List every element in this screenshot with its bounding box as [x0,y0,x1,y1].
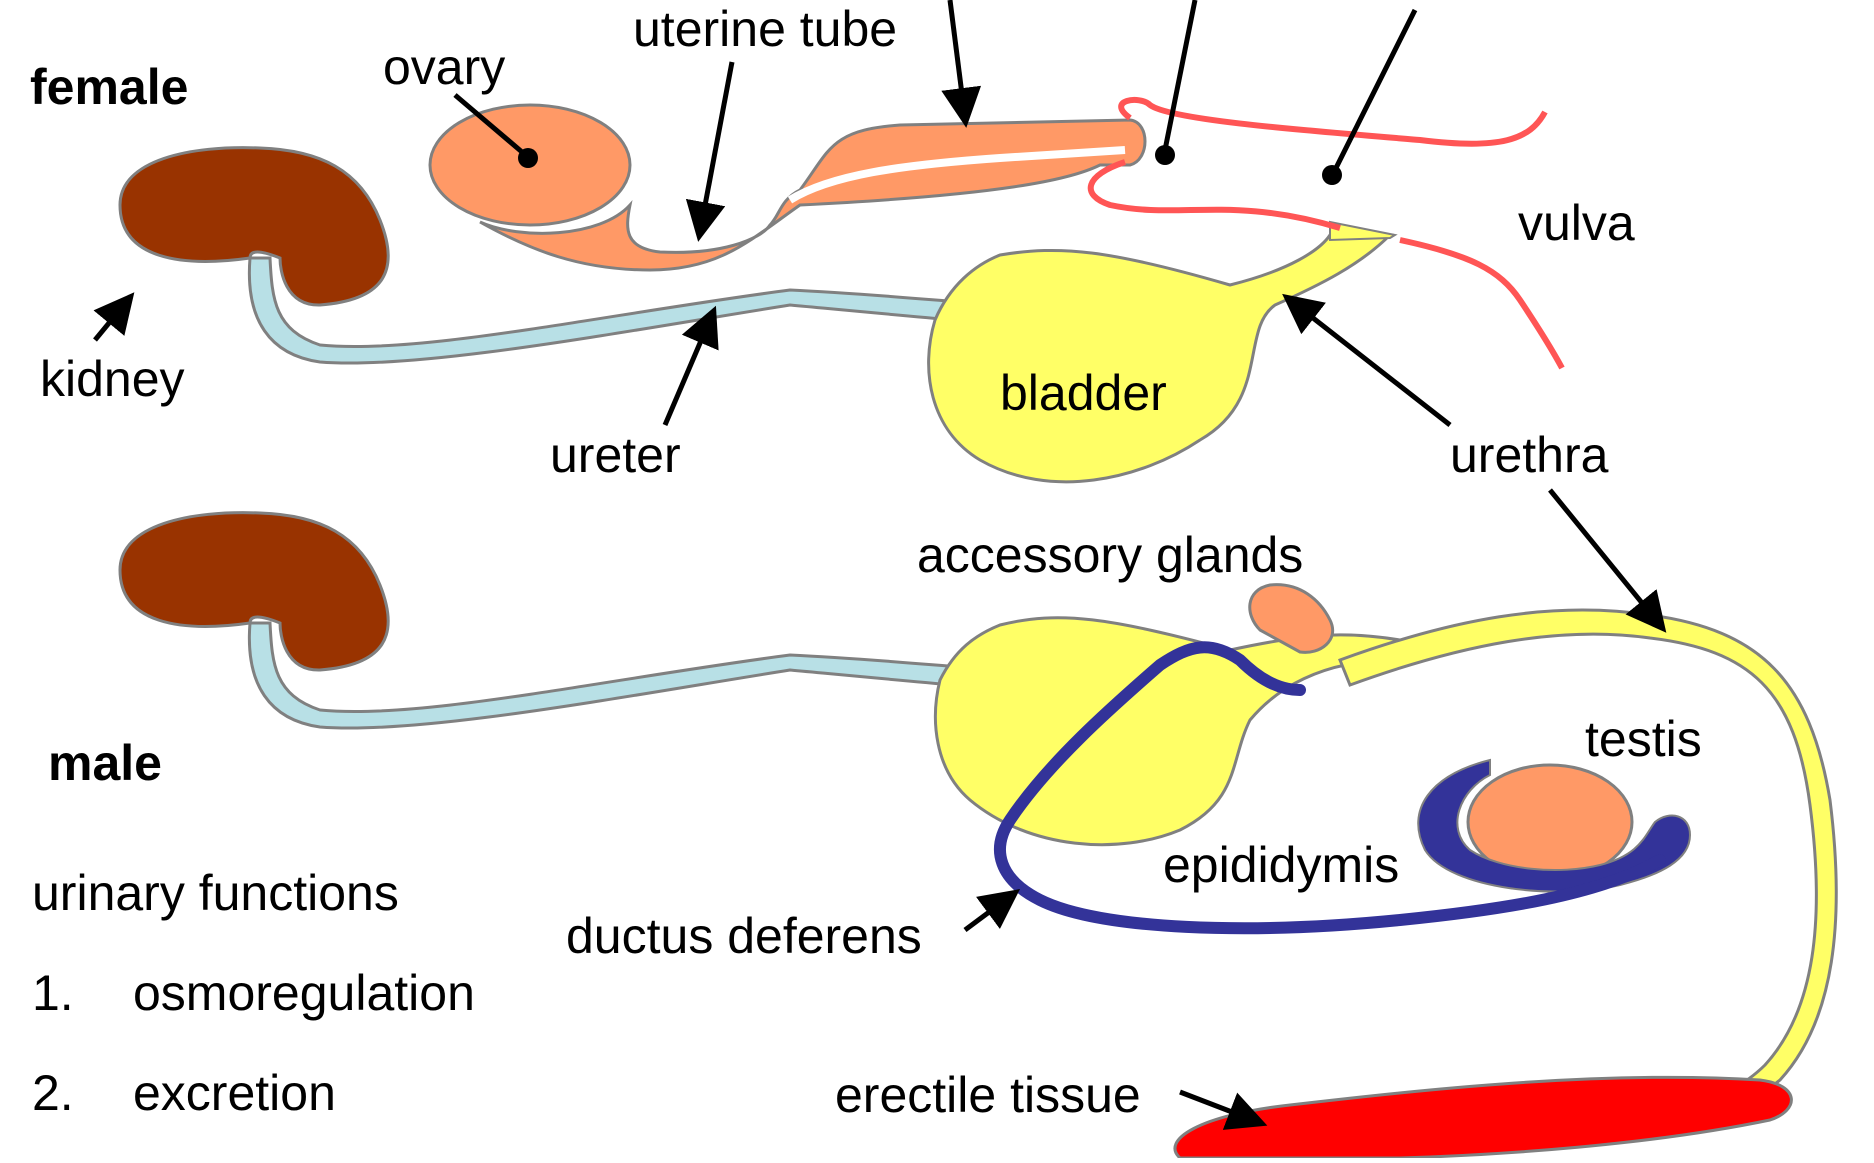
label-bladder: bladder [1000,365,1167,421]
urinary-functions-list: urinary functions 1. osmoregulation 2. e… [32,865,475,1121]
functions-item-number: 1. [32,965,74,1021]
functions-item-number: 2. [32,1065,74,1121]
epididymis-shape [1417,758,1692,893]
vagina-outline [1118,96,1548,147]
erectile-tissue-shape [1173,1075,1793,1160]
male-kidney [118,511,390,672]
arrow-urethra-female [1282,293,1452,427]
arrow-ductus [963,889,1021,933]
female-kidney [118,146,390,307]
male-system [118,511,1838,1160]
dot-cervix [1155,145,1175,165]
label-erectile-tissue: erectile tissue [835,1067,1141,1123]
label-uterine-tube: uterine tube [633,1,897,57]
label-urethra: urethra [1450,427,1609,483]
arrow-urethra-male [1548,488,1667,633]
male-bladder [934,616,1402,847]
arrow-ureter [662,305,719,426]
functions-heading: urinary functions [32,865,399,921]
label-vulva: vulva [1518,195,1635,251]
labels: female male ovary uterine tube kidney ur… [30,1,1702,1123]
arrow-kidney [93,292,135,342]
label-epididymis: epididymis [1163,837,1399,893]
female-system [118,96,1565,484]
label-testis: testis [1585,711,1702,767]
vulva-outline [1087,159,1565,370]
label-kidney: kidney [40,351,185,407]
dot-vagina [1322,165,1342,185]
accessory-gland-shape [1248,583,1335,654]
functions-item-text: osmoregulation [133,965,475,1021]
female-urethra-tube [1329,220,1398,242]
dot-ovary [518,148,538,168]
arrow-uterus [941,0,982,128]
arrow-erectile [1179,1089,1268,1130]
arrow-vagina [1332,8,1418,172]
functions-item-text: excretion [133,1065,336,1121]
ductus-deferens-shape [994,641,1666,935]
arrow-uterine-tube [685,61,735,242]
label-ovary: ovary [383,39,505,95]
label-female: female [30,59,188,115]
label-male: male [48,735,162,791]
uterus-lumen [787,146,1126,204]
female-bladder [927,233,1394,484]
label-ductus-deferens: ductus deferens [566,908,922,964]
label-accessory-glands: accessory glands [917,527,1303,583]
arrow-cervix [1162,0,1198,151]
label-ureter: ureter [550,427,681,483]
arrow-ovary [453,93,524,154]
annotation-arrows [93,0,1667,1130]
